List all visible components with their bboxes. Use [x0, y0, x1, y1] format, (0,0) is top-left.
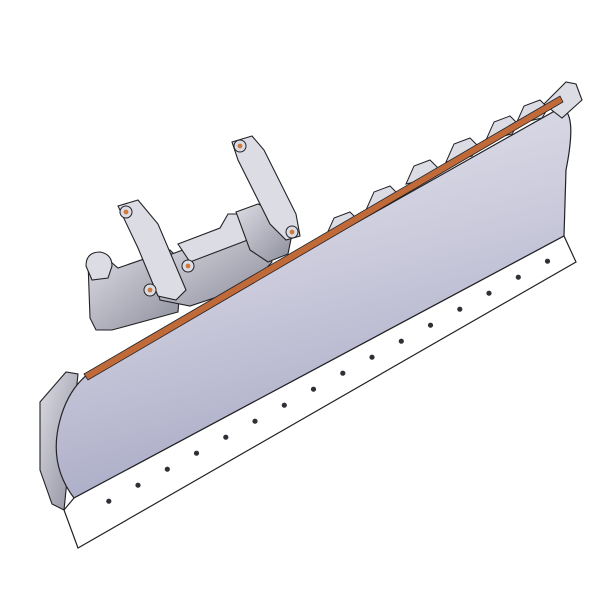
right-end-plate: [543, 81, 583, 119]
cutting-edge-bolt: [515, 274, 521, 280]
mount-pin-accent: [237, 143, 243, 149]
cutting-edge-bolt: [457, 306, 463, 312]
left-lift-arm: [117, 199, 187, 301]
right-lift-arm: [231, 135, 301, 241]
cutting-edge-bolt: [310, 386, 317, 392]
top-trim-rod: [83, 95, 564, 381]
cutting-edge-bolt: [193, 450, 200, 456]
cutting-edge-bolts: [106, 258, 551, 504]
quick-attach-mount-icon: [85, 135, 301, 331]
left-ear-tab: [85, 251, 113, 281]
cutting-edge-bolt: [340, 370, 346, 376]
cutting-edge-bolt: [135, 482, 141, 488]
cutting-edge-bolt: [106, 498, 112, 504]
mount-pin-accent: [123, 209, 129, 215]
cutting-edge-bolt: [164, 466, 170, 472]
mount-pin-accent: [185, 263, 191, 269]
cutting-edge-bolt: [252, 418, 258, 424]
cutting-edge-bolt: [427, 322, 434, 328]
cutting-edge-bolt: [486, 290, 492, 296]
cutting-edge-bolt: [223, 434, 229, 440]
cutting-edge-bolt: [544, 258, 551, 264]
mount-pin-accent: [289, 229, 295, 235]
moldboard-icon: [39, 81, 583, 549]
cutting-edge-bolt: [281, 402, 287, 408]
cutting-edge-bolt: [398, 338, 404, 344]
cutting-edge-bolt: [369, 354, 375, 360]
mount-pins: [119, 139, 299, 297]
mount-pin-accent: [147, 287, 153, 293]
cutting-edge-icon: [63, 235, 577, 549]
blade-face: [55, 107, 572, 499]
back-rib: [485, 115, 519, 141]
